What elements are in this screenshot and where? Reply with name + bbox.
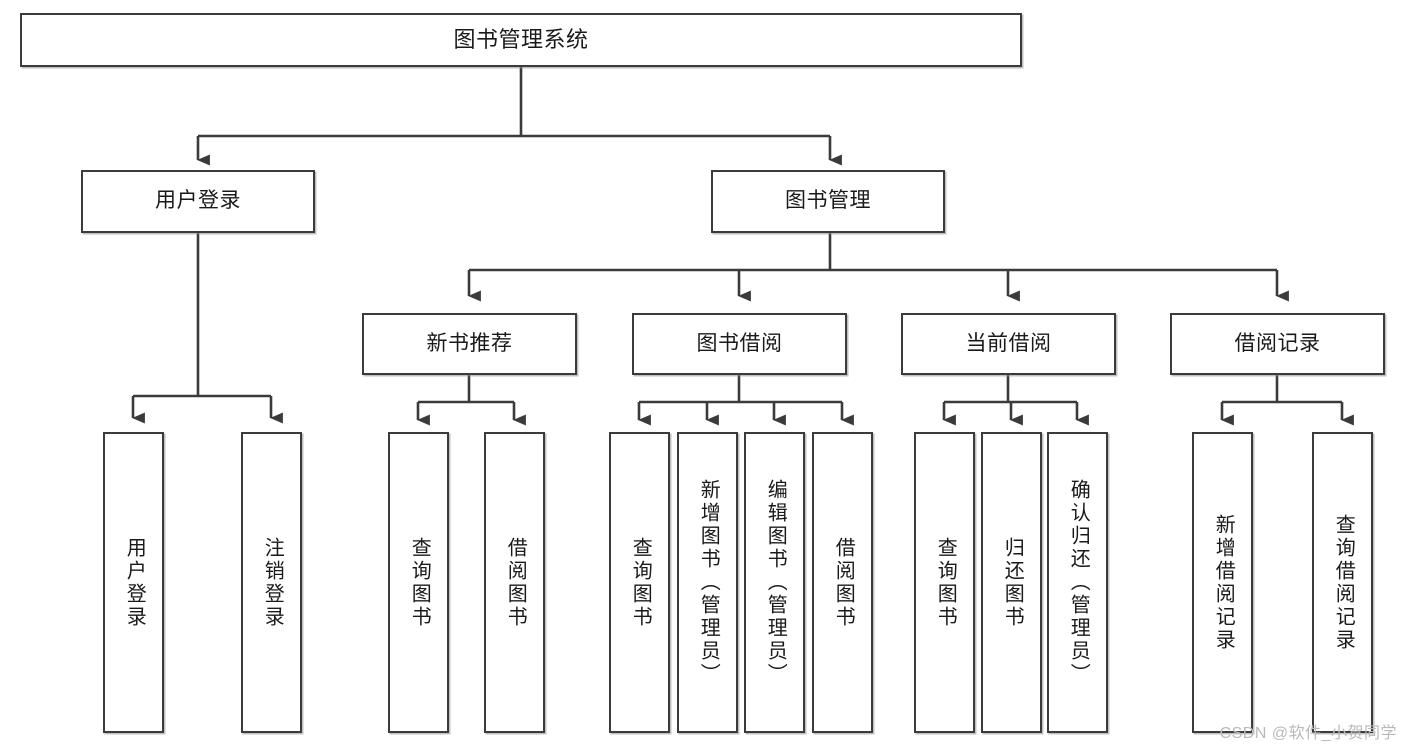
leaf-user-login-login[interactable]: 用户登录 [103, 432, 164, 733]
node-label: 当前借阅 [965, 331, 1052, 355]
leaf-user-login-logout[interactable]: 注销登录 [241, 432, 302, 733]
leaf-new-book-query[interactable]: 查询图书 [388, 432, 449, 733]
node-label: 新书推荐 [426, 331, 513, 355]
node-current-borrow[interactable]: 当前借阅 [901, 313, 1116, 375]
node-label: 图书管理系统 [453, 27, 589, 53]
node-label: 借阅记录 [1234, 331, 1321, 355]
leaf-book-borrow-query[interactable]: 查询图书 [609, 432, 670, 733]
node-label: 借阅图书 [832, 536, 855, 629]
leaf-borrow-record-query[interactable]: 查询借阅记录 [1312, 432, 1373, 733]
node-label: 编辑图书（管理员） [764, 479, 787, 686]
node-label: 注销登录 [261, 536, 284, 629]
watermark: CSDN @软件_小贺同学 [1219, 725, 1397, 742]
node-label: 查询图书 [629, 536, 652, 629]
leaf-current-borrow-query[interactable]: 查询图书 [914, 432, 975, 733]
leaf-book-borrow-edit[interactable]: 编辑图书（管理员） [744, 432, 805, 733]
leaf-current-borrow-return[interactable]: 归还图书 [981, 432, 1042, 733]
node-label: 查询借阅记录 [1332, 513, 1355, 652]
node-label: 用户登录 [155, 189, 241, 213]
node-book-management[interactable]: 图书管理 [711, 170, 945, 233]
leaf-book-borrow-borrow[interactable]: 借阅图书 [812, 432, 873, 733]
leaf-book-borrow-add[interactable]: 新增图书（管理员） [677, 432, 738, 733]
node-label: 确认归还（管理员） [1067, 479, 1090, 686]
node-label: 新增借阅记录 [1212, 513, 1235, 652]
node-label: 归还图书 [1001, 536, 1024, 629]
node-label: 图书借阅 [696, 331, 783, 355]
node-book-borrow[interactable]: 图书借阅 [632, 313, 847, 375]
leaf-current-borrow-confirm-return[interactable]: 确认归还（管理员） [1047, 432, 1108, 733]
node-user-login[interactable]: 用户登录 [81, 170, 315, 233]
node-label: 用户登录 [123, 536, 146, 629]
leaf-borrow-record-add[interactable]: 新增借阅记录 [1192, 432, 1253, 733]
leaf-new-book-borrow[interactable]: 借阅图书 [484, 432, 545, 733]
node-label: 图书管理 [785, 189, 871, 213]
node-label: 查询图书 [408, 536, 431, 629]
node-label: 借阅图书 [504, 536, 527, 629]
node-label: 查询图书 [934, 536, 957, 629]
node-borrow-record[interactable]: 借阅记录 [1170, 313, 1385, 375]
node-root-book-management-system[interactable]: 图书管理系统 [20, 13, 1022, 67]
node-new-book-recommend[interactable]: 新书推荐 [362, 313, 577, 375]
node-label: 新增图书（管理员） [697, 479, 720, 686]
